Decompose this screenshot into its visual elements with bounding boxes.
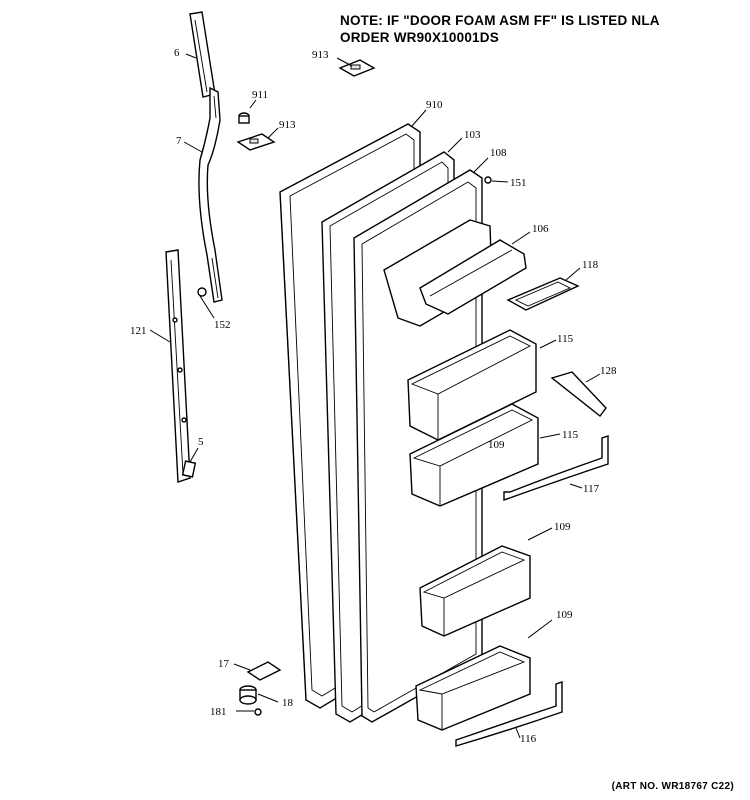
part-109-door-bin-middle [419, 527, 553, 637]
callout-117: 117 [583, 483, 600, 495]
part-152-screw [197, 287, 215, 319]
callout-7: 7 [176, 135, 182, 147]
part-7-door-handle [183, 86, 223, 303]
callout-181: 181 [210, 706, 227, 718]
callout-913-upper: 913 [279, 119, 296, 131]
part-5-clip [181, 447, 199, 478]
callout-108: 108 [490, 147, 507, 159]
callout-116: 116 [520, 733, 537, 745]
callout-103: 103 [464, 129, 481, 141]
part-18-hinge-pin [239, 685, 279, 705]
callout-106: 106 [532, 223, 549, 235]
part-109-door-bin-bottom [415, 619, 553, 731]
part-913-cover-upper [236, 127, 279, 151]
part-115-door-bin-upper [407, 329, 557, 441]
callout-5: 5 [198, 436, 204, 448]
part-117-bin-rail [503, 435, 609, 501]
part-115-door-bin-lower [409, 403, 561, 507]
part-128-bracket [550, 371, 607, 417]
callout-6: 6 [174, 47, 180, 59]
callout-152: 152 [214, 319, 231, 331]
note-line-1: NOTE: IF "DOOR FOAM ASM FF" IS LISTED NL… [340, 13, 660, 28]
part-106-dairy-cover [383, 219, 531, 327]
part-913-cover-top [336, 57, 376, 77]
part-151-screw [484, 176, 509, 184]
part-121-handle-strip [149, 249, 191, 483]
part-181-screw [236, 708, 262, 716]
note-line-2: ORDER WR90X10001DS [340, 30, 499, 45]
part-17-hinge-plate [233, 661, 282, 681]
callout-115-upper: 115 [557, 333, 574, 345]
callout-118: 118 [582, 259, 599, 271]
callout-109-bottom: 109 [556, 609, 573, 621]
callout-18: 18 [282, 697, 294, 709]
callout-115-lower: 115 [562, 429, 579, 441]
art-number: (ART NO. WR18767 C22) [611, 781, 734, 792]
callout-911: 911 [252, 89, 268, 101]
callout-109-inner: 109 [488, 439, 505, 451]
callout-109-middle: 109 [554, 521, 571, 533]
part-911-plug [238, 99, 257, 124]
callout-910: 910 [426, 99, 443, 111]
callout-913-top: 913 [312, 49, 329, 61]
callout-128: 128 [600, 365, 617, 377]
callout-151: 151 [510, 177, 527, 189]
part-6-handle-strip [185, 11, 216, 98]
part-118-shelf-insert [506, 267, 581, 311]
callout-121: 121 [130, 325, 147, 337]
diagram-note: NOTE: IF "DOOR FOAM ASM FF" IS LISTED NL… [340, 12, 660, 46]
callout-17: 17 [218, 658, 230, 670]
part-116-bin-rail [455, 681, 563, 747]
